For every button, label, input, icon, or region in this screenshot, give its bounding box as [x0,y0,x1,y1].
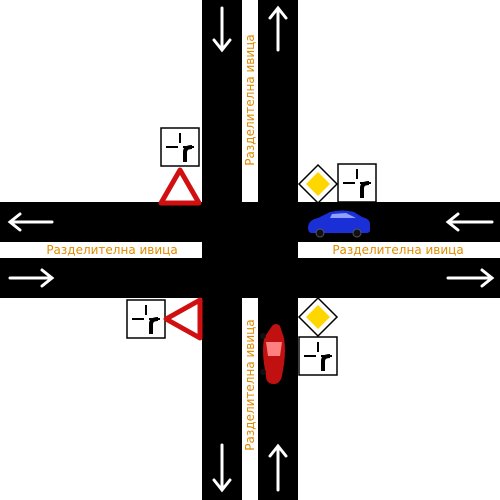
median-label-left: Разделителна ивица [46,243,177,257]
junction-direction-plate-icon [298,336,338,376]
yield-triangle-icon [163,297,203,341]
yield-triangle-icon [158,167,202,206]
median-label-top: Разделителна ивица [243,34,257,165]
median-label-right: Разделителна ивица [332,243,463,257]
priority-road-diamond-icon [297,163,339,205]
median-label-bottom: Разделителна ивица [243,319,257,450]
car-icon [308,210,370,238]
car-icon [260,324,285,384]
intersection-center [202,202,298,298]
junction-direction-plate-icon [337,163,377,203]
priority-road-diamond-icon [297,296,339,338]
junction-direction-plate-icon [126,299,166,339]
junction-direction-plate-icon [160,127,200,167]
arrow-icon [7,5,495,493]
